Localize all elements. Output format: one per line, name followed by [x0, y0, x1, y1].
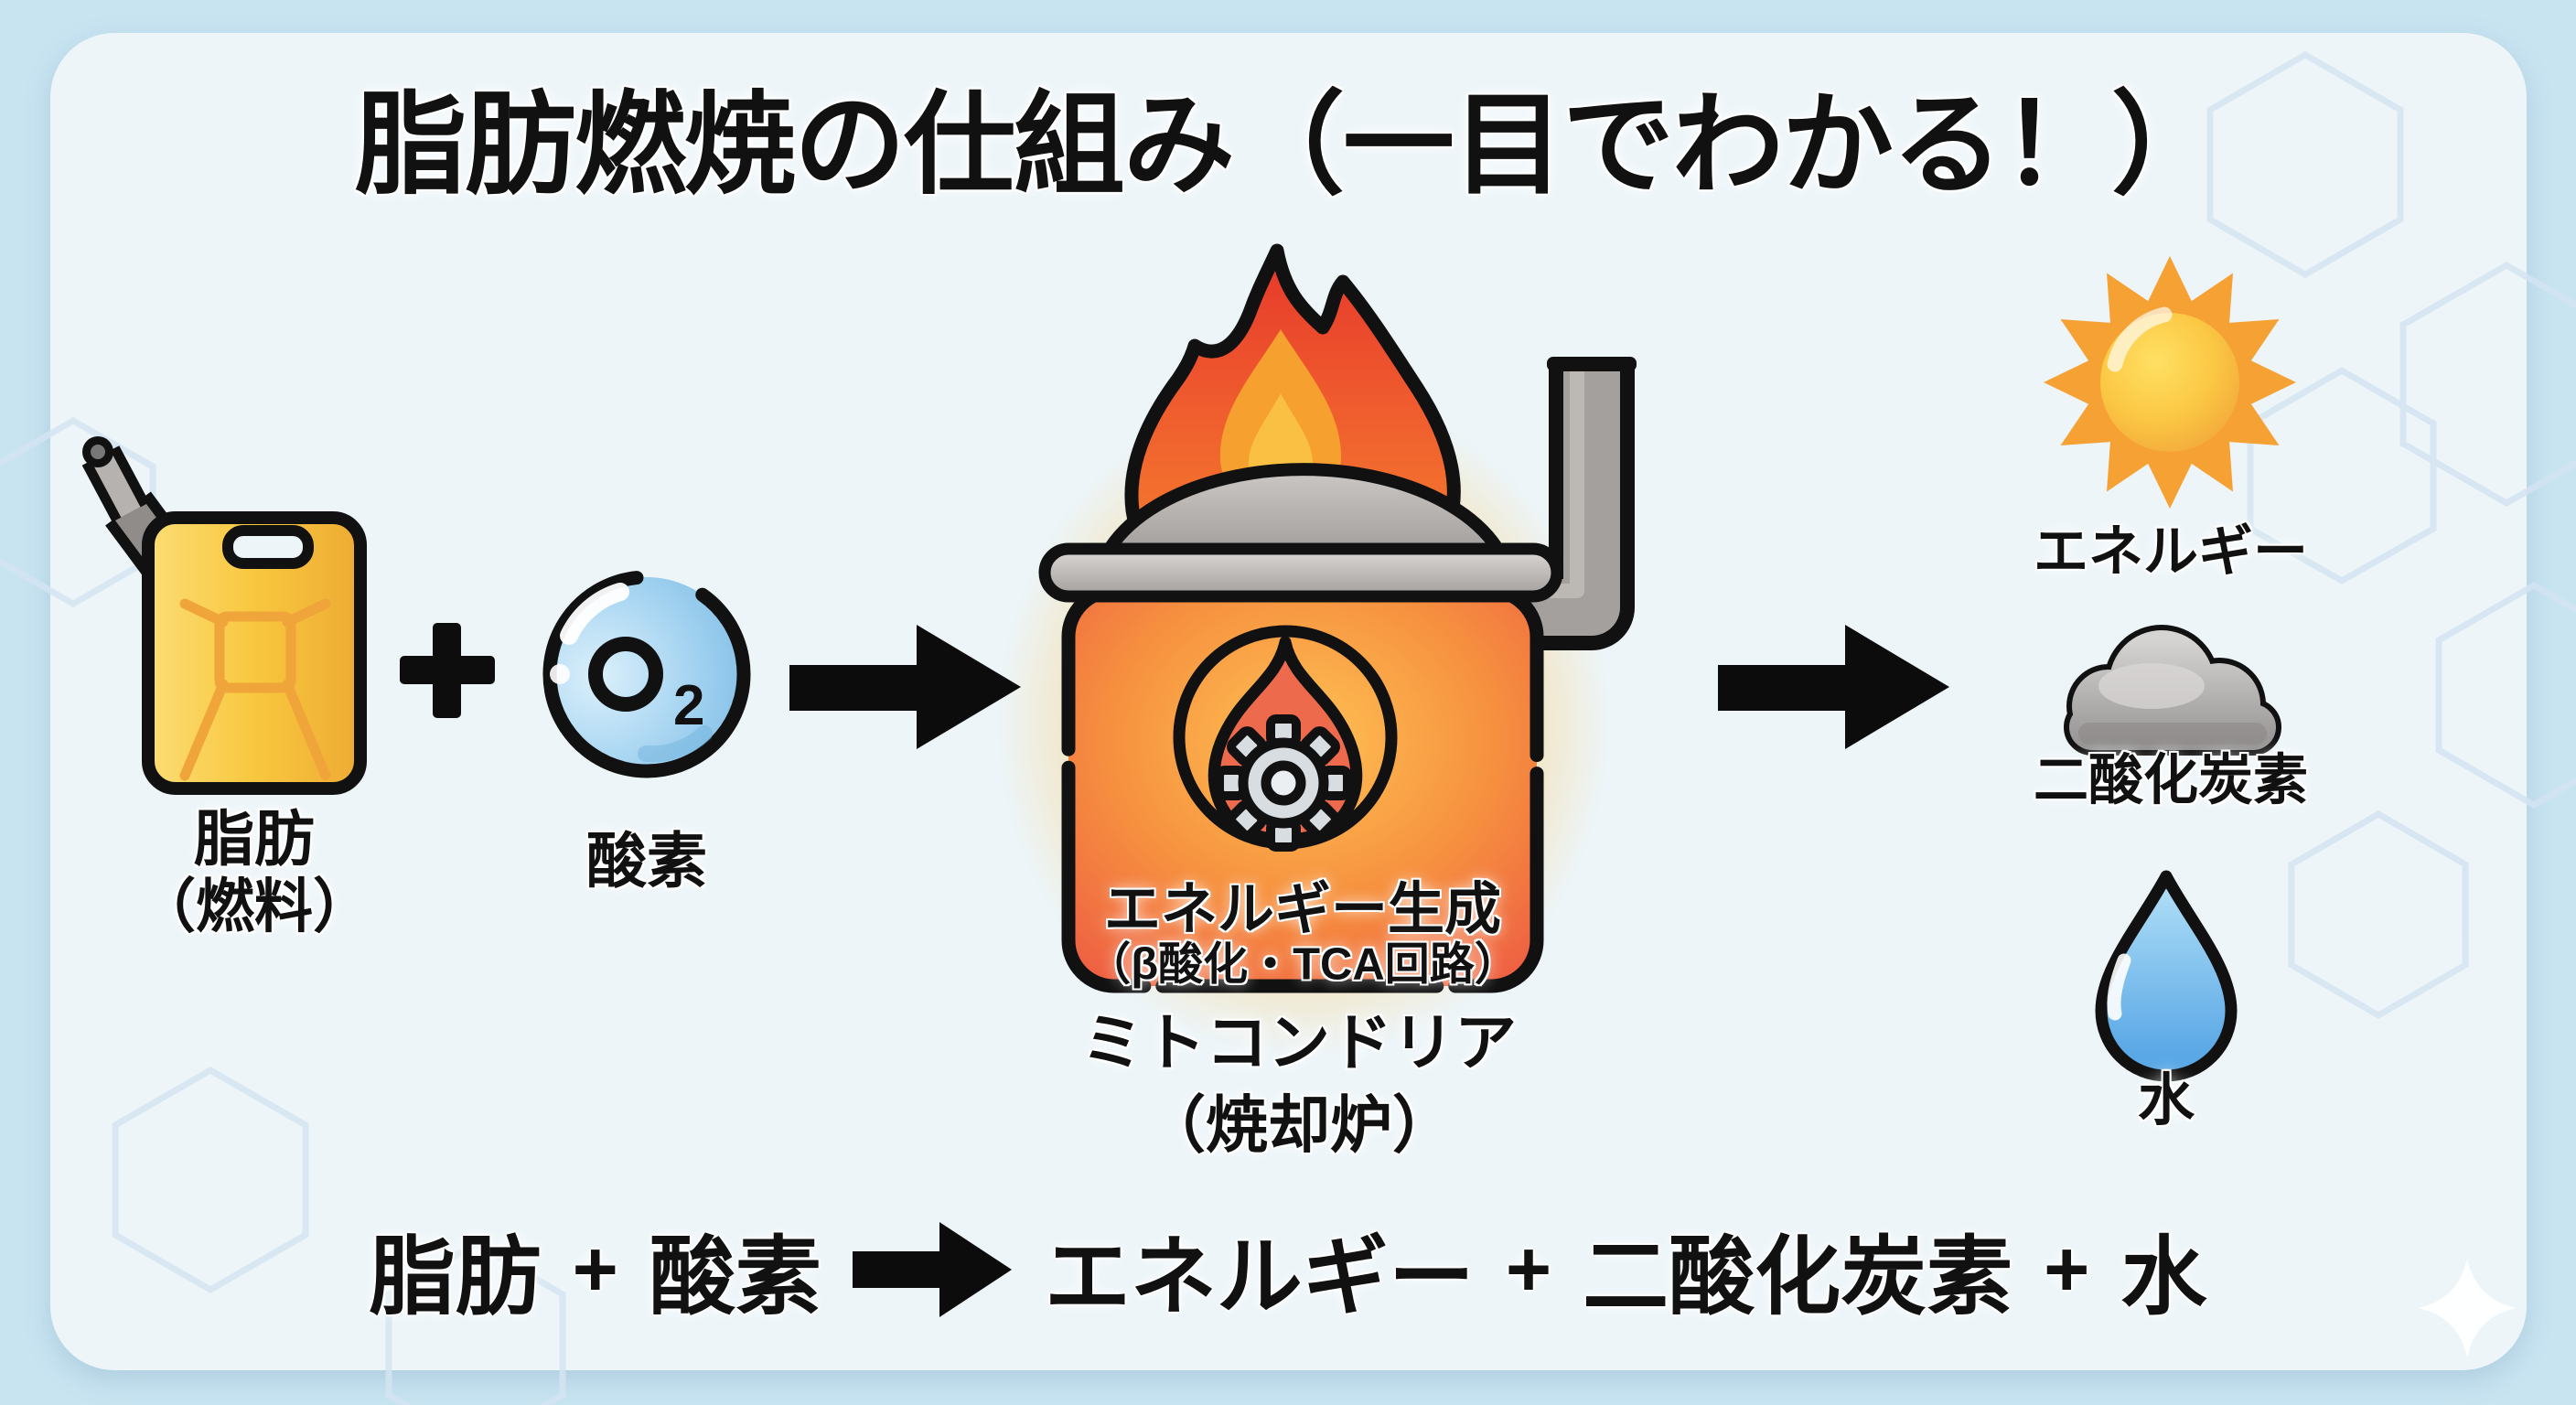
oxygen-label: 酸素	[586, 827, 707, 895]
energy-output-label: エネルギー	[2034, 520, 2308, 583]
equation-term-water: 水	[2120, 1228, 2207, 1325]
plus-icon	[400, 623, 495, 718]
water-output-label: 水	[2137, 1069, 2195, 1132]
equation-term-energy: エネルギー	[1044, 1228, 1475, 1325]
equation-term-oxygen: 酸素	[649, 1228, 821, 1325]
can-handle-hole	[222, 525, 314, 569]
arrow-right-icon	[1718, 625, 1949, 749]
equation-plus: +	[572, 1225, 618, 1314]
gear-icon	[1215, 714, 1352, 852]
oxygen-subscript: 2	[673, 674, 704, 737]
equation-plus: +	[1505, 1225, 1552, 1314]
sparkle-icon	[2418, 1259, 2517, 1357]
page-title: 脂肪燃焼の仕組み（一目でわかる！）	[355, 82, 2223, 208]
energy-production-label: エネルギー生成	[1103, 878, 1502, 941]
fuel-can-icon	[81, 436, 367, 795]
equation-term-fat: 脂肪	[369, 1228, 542, 1325]
cloud-icon	[2064, 625, 2281, 756]
equation-term-co2: 二酸化炭素	[1583, 1228, 2013, 1325]
beta-oxidation-tca-label: （β酸化・TCA回路）	[1086, 939, 1519, 990]
equation-plus: +	[2044, 1225, 2090, 1314]
equation-arrow-icon	[852, 1222, 1012, 1317]
water-drop-icon	[2095, 870, 2238, 1082]
oxygen-bubble-icon: 2	[542, 570, 751, 778]
co2-output-label: 二酸化炭素	[2034, 749, 2308, 811]
incinerator-sublabel: （焼却炉）	[1143, 1090, 1455, 1161]
fat-label: 脂肪	[194, 805, 315, 873]
fat-sublabel: （燃料）	[137, 874, 371, 939]
furnace-rim	[1038, 542, 1563, 603]
sun-icon	[2044, 256, 2296, 509]
mitochondria-label: ミトコンドリア	[1080, 1008, 1518, 1078]
burn-emblem-icon	[1173, 625, 1398, 852]
summary-equation: 脂肪 + 酸素 エネルギー + 二酸化炭素 + 水	[0, 1207, 2576, 1332]
arrow-right-icon	[789, 625, 1021, 749]
